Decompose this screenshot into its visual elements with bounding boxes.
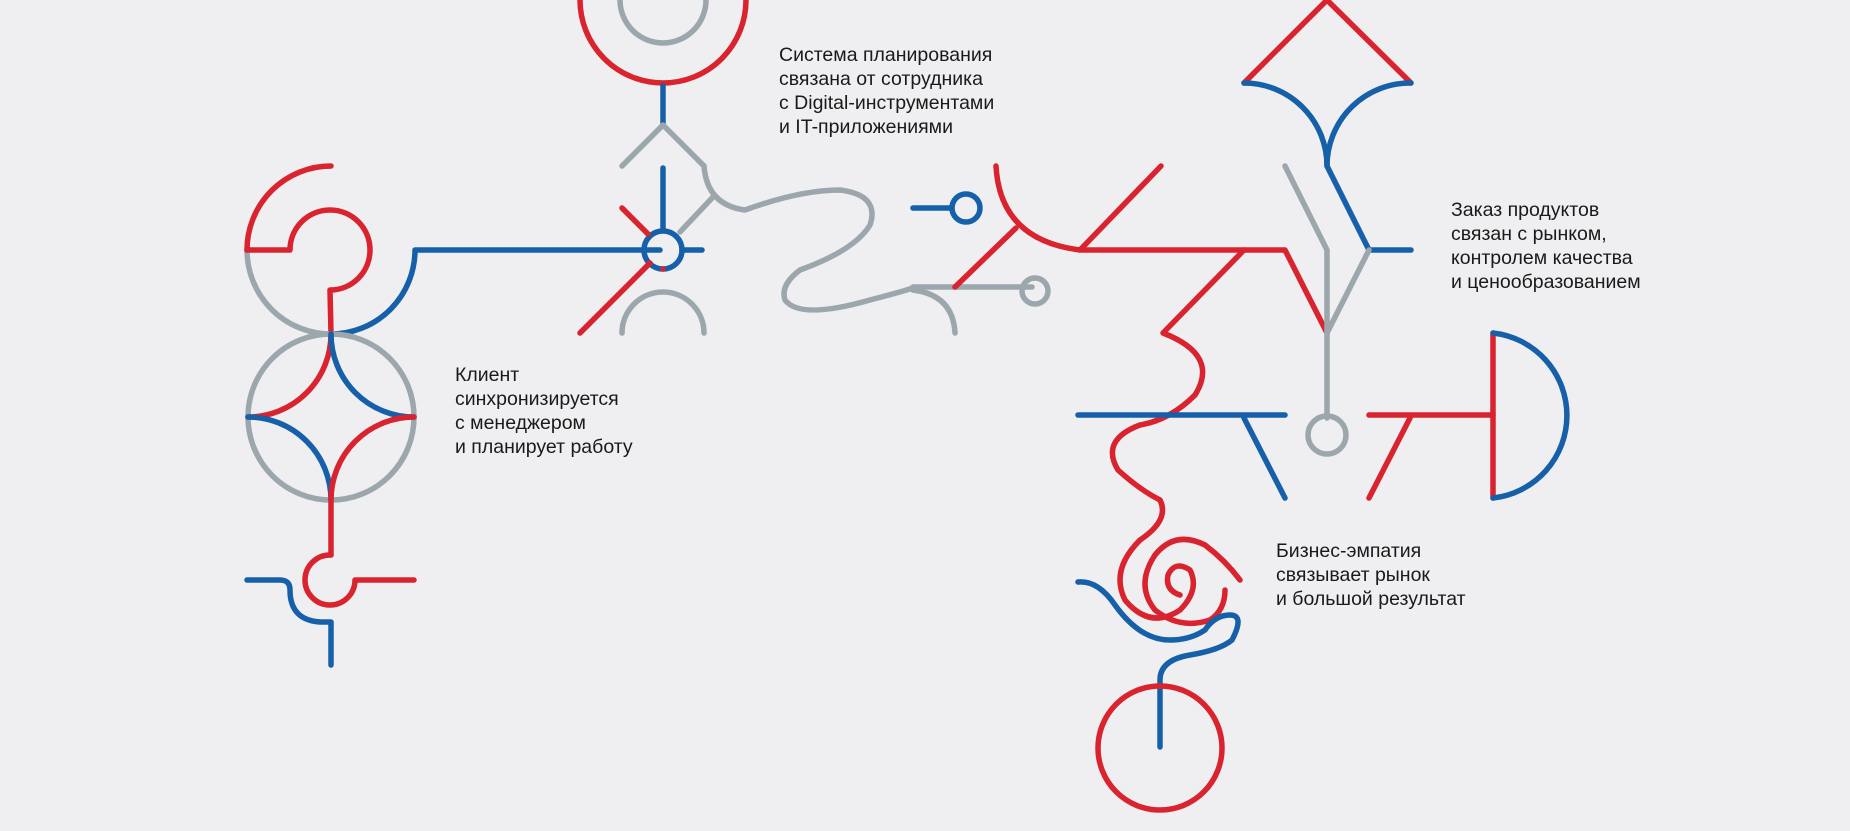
caption-empathy-line-3: и большой результат <box>1276 588 1466 610</box>
right-gray-node <box>1305 413 1349 457</box>
left-top-gray-arc <box>244 247 334 337</box>
caption-order: Заказ продуктов связан с рынком, контрол… <box>1451 198 1641 294</box>
caption-order-line-2: связан с рынком, <box>1451 223 1607 245</box>
right-red-diamond <box>1241 0 1414 86</box>
hub-top-red-arc <box>577 0 749 86</box>
caption-empathy: Бизнес-эмпатия связывает рынок и большой… <box>1276 539 1466 611</box>
connector-gray-branch <box>910 287 958 336</box>
connector-blue-node <box>949 191 983 225</box>
right-red-diagonal-upper <box>1077 163 1164 253</box>
caption-client-line-3: с менеджером <box>455 412 586 434</box>
right-blue-right-arc <box>1324 80 1414 253</box>
caption-order-line-4: и ценообразованием <box>1451 271 1641 293</box>
left-red-hook <box>244 207 373 337</box>
caption-client-line-4: и планирует работу <box>455 436 633 458</box>
left-figure <box>244 163 663 668</box>
left-top-red-arc <box>244 163 334 253</box>
left-middle-red-arc-br <box>328 414 417 558</box>
connector-gray-node <box>1019 275 1051 307</box>
caption-client-line-1: Клиент <box>455 364 520 386</box>
caption-planning-line-4: и IT-приложениями <box>779 116 953 138</box>
caption-order-line-3: контролем качества <box>1451 247 1633 269</box>
left-bottom-red-loop <box>302 552 417 608</box>
caption-client: Клиент синхронизируется с менеджером и п… <box>455 363 633 459</box>
left-middle-blue-arc-bl <box>245 414 334 503</box>
caption-empathy-line-2: связывает рынок <box>1276 564 1430 586</box>
hub-gray-diagonal <box>677 194 716 235</box>
caption-planning-line-1: Система планирования <box>779 44 993 66</box>
hub-top-gray-arc <box>617 0 709 46</box>
hub-red-diagonal-lower <box>577 260 653 336</box>
hub-figure <box>577 0 1035 336</box>
caption-empathy-line-1: Бизнес-эмпатия <box>1276 540 1422 562</box>
hub-gray-curve <box>701 163 1035 313</box>
connector-figure <box>910 191 1051 336</box>
caption-order-line-1: Заказ продуктов <box>1451 199 1600 221</box>
left-blue-arc <box>328 247 663 337</box>
left-middle-blue-arc-tr <box>328 331 417 420</box>
hub-gray-bottom-arc <box>619 289 707 336</box>
caption-planning-line-3: с Digital-инструментами <box>779 92 995 114</box>
caption-planning-line-2: связана от сотрудника <box>779 68 983 90</box>
left-middle-red-arc-tl <box>245 331 334 420</box>
right-red-diagonal-lower <box>1366 415 1413 501</box>
right-blue-diagonal <box>1241 415 1288 501</box>
connector-red-diagonal <box>952 225 1019 290</box>
left-middle-gray-circle <box>245 331 417 503</box>
hub-red-diagonal-upper <box>619 205 651 237</box>
right-blue-wave <box>1075 579 1241 750</box>
right-figure <box>993 0 1570 813</box>
hub-gray-roof <box>619 122 707 169</box>
right-bottom-red-circle <box>1095 683 1225 813</box>
right-red-curve <box>993 163 1330 336</box>
caption-planning: Система планирования связана от сотрудни… <box>779 43 994 139</box>
caption-client-line-2: синхронизируется <box>455 388 619 410</box>
right-blue-half-circle <box>1490 330 1570 501</box>
right-blue-left-arc <box>1241 80 1330 169</box>
right-gray-fork <box>1282 163 1372 336</box>
left-bottom-blue-corner <box>244 577 334 668</box>
